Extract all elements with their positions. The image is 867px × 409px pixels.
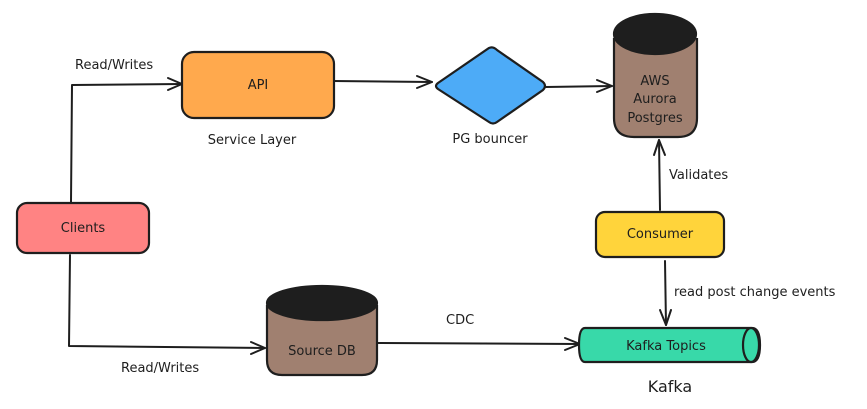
edge-clients-to-source-db[interactable] [68,254,266,355]
pg-bouncer-diamond [434,46,547,125]
node-source-db[interactable]: Source DB [265,284,379,377]
service-layer-caption: Service Layer [208,133,297,148]
edge-label-validates: Validates [669,168,728,183]
aurora-label-line-3: Postgres [627,111,683,126]
consumer-label: Consumer [627,227,694,242]
node-consumer[interactable]: Consumer [594,210,726,259]
node-aurora-postgres[interactable]: AWS Aurora Postgres [612,12,699,139]
api-label: API [248,78,269,93]
source-db-cylinder-body [265,305,379,377]
node-clients[interactable]: Clients [15,201,151,255]
clients-label: Clients [61,221,106,236]
aurora-label-line-1: AWS [640,74,669,89]
source-db-label: Source DB [288,344,356,359]
edge-label-cdc: CDC [446,313,474,328]
kafka-topics-label: Kafka Topics [626,339,706,354]
node-pg-bouncer[interactable] [434,46,547,125]
edge-pg-bouncer-to-aurora[interactable] [545,79,613,93]
source-db-cylinder-top [265,284,379,322]
consumer-box [594,210,726,259]
kafka-cylinder-end [741,326,761,364]
edge-api-to-pg-bouncer[interactable] [332,75,433,89]
kafka-caption: Kafka [648,377,692,396]
edge-clients-to-api[interactable] [70,77,183,203]
node-kafka-topics[interactable]: Kafka Topics [577,326,762,364]
node-api[interactable]: API [180,50,336,120]
aurora-label-line-2: Aurora [633,92,676,107]
edge-label-read-post-change-events: read post change events [674,285,836,300]
edge-consumer-to-kafka[interactable] [659,260,672,326]
pg-bouncer-caption: PG bouncer [452,132,528,147]
clients-box [15,201,151,255]
edge-label-clients-source-db: Read/Writes [121,361,199,376]
edge-source-db-to-kafka[interactable] [377,337,581,351]
edge-label-clients-api: Read/Writes [75,58,153,73]
aurora-cylinder-top [612,12,698,56]
aurora-cylinder-body [612,38,699,139]
api-box [180,50,336,120]
edge-consumer-to-aurora[interactable] [653,139,666,211]
